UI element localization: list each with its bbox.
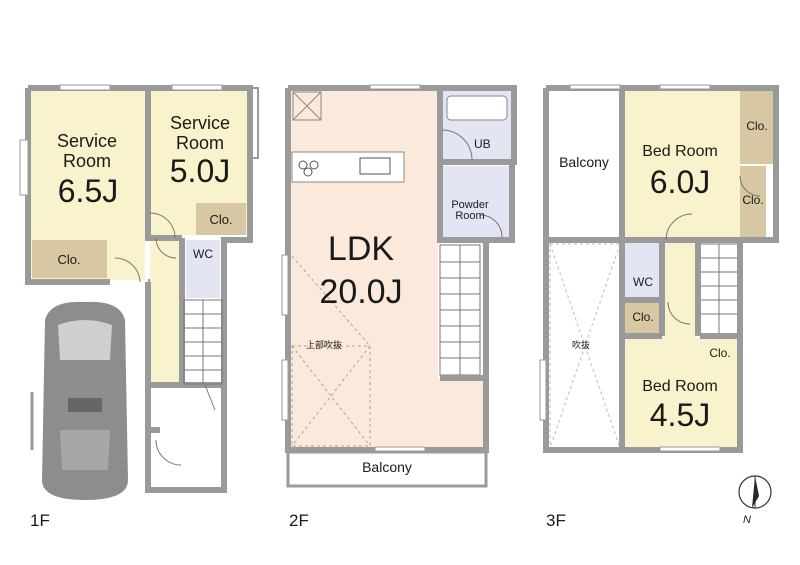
- doors-2f: [441, 129, 503, 238]
- powder-room-line1: Powder: [451, 199, 489, 211]
- windows-1f: [19, 84, 223, 196]
- closet-3f-d-label: Clo.: [709, 346, 731, 360]
- hall-1f: [150, 238, 182, 383]
- floor-2: [281, 84, 517, 488]
- floor-3: [539, 84, 779, 453]
- stove-icon: [298, 160, 319, 177]
- service-room-b-name: Service Room: [165, 114, 235, 152]
- service-room-a-size: 6.5J: [57, 173, 119, 209]
- powder-room-line2: Room: [455, 210, 485, 222]
- compass-north-label: N: [743, 514, 751, 526]
- fridge: [292, 91, 322, 121]
- closet-3f-a-label: Clo.: [746, 119, 768, 133]
- wc-1f-label: WC: [193, 247, 213, 261]
- walls-3f: [543, 85, 779, 453]
- bedroom-a-name: Bed Room: [642, 143, 718, 160]
- floor-1f-label: 1F: [30, 511, 50, 530]
- sink-icon: [359, 157, 391, 175]
- ldk-name: LDK: [327, 230, 395, 268]
- bedroom-b-top: [624, 338, 700, 372]
- bedroom-a: [624, 88, 740, 238]
- bedroom-b-size: 4.5J: [649, 397, 711, 433]
- balcony-3f-label: Balcony: [559, 154, 609, 170]
- service-room-b-name-line2: Room: [175, 133, 224, 153]
- wc-3f: [624, 240, 662, 300]
- ldk-size: 20.0J: [319, 272, 403, 311]
- kitchen-counter: [291, 151, 405, 183]
- wc-3f-label: WC: [633, 275, 653, 289]
- balcony-2f: [286, 450, 488, 488]
- windows-3f: [539, 84, 721, 452]
- closet-3f-b-label: Clo.: [742, 193, 764, 207]
- void-note-2f: 上部吹抜: [306, 340, 343, 350]
- hall-3f: [664, 240, 696, 340]
- ldk-lower-right: [438, 378, 484, 448]
- floor-1: [19, 84, 259, 500]
- bedroom-b-name: Bed Room: [642, 378, 718, 395]
- windows-2f: [281, 84, 426, 452]
- stairs-2f: [439, 244, 481, 376]
- balcony-2f-label: Balcony: [362, 459, 412, 475]
- void-note-3f: 吹抜: [572, 340, 591, 350]
- stairs-1f: [183, 299, 223, 385]
- floor-2f-label: 2F: [289, 511, 309, 530]
- service-room-b-size: 5.0J: [169, 153, 231, 189]
- car-icon: [42, 301, 128, 500]
- rail-1f: [249, 87, 259, 159]
- stairs-3f: [699, 243, 739, 335]
- service-room-a-name: Service Room: [52, 132, 122, 170]
- ub-label: UB: [474, 137, 491, 151]
- closet-3f-a: [740, 90, 774, 164]
- void-outline-2f: [291, 255, 371, 447]
- ldk-label: LDK 20.0J: [306, 228, 416, 313]
- compass-icon: [738, 475, 772, 509]
- closet-3f-c: [624, 302, 662, 336]
- balcony-3f: [546, 88, 622, 238]
- bedroom-a-size: 6.0J: [649, 164, 711, 200]
- wc-1f: [186, 240, 220, 298]
- closet-a-label: Clo.: [57, 252, 81, 267]
- closet-a: [32, 240, 107, 278]
- doors-3f: [665, 175, 761, 325]
- service-room-b-name-line1: Service: [169, 113, 231, 133]
- closet-b: [196, 203, 246, 235]
- walls-1f: [25, 85, 253, 493]
- ldk: [288, 88, 438, 448]
- closet-b-label: Clo.: [209, 212, 233, 227]
- closet-3f-c-label: Clo.: [632, 310, 654, 324]
- powder-room-label: Powder Room: [447, 200, 493, 222]
- service-room-a-name-line1: Service: [56, 131, 118, 151]
- floor-3f-label: 3F: [546, 511, 566, 530]
- closet-3f-b: [740, 166, 766, 238]
- entry-1f: [150, 385, 222, 490]
- service-room-a-name-line2: Room: [62, 151, 111, 171]
- bathtub: [446, 95, 508, 121]
- doors-1f: [114, 212, 216, 466]
